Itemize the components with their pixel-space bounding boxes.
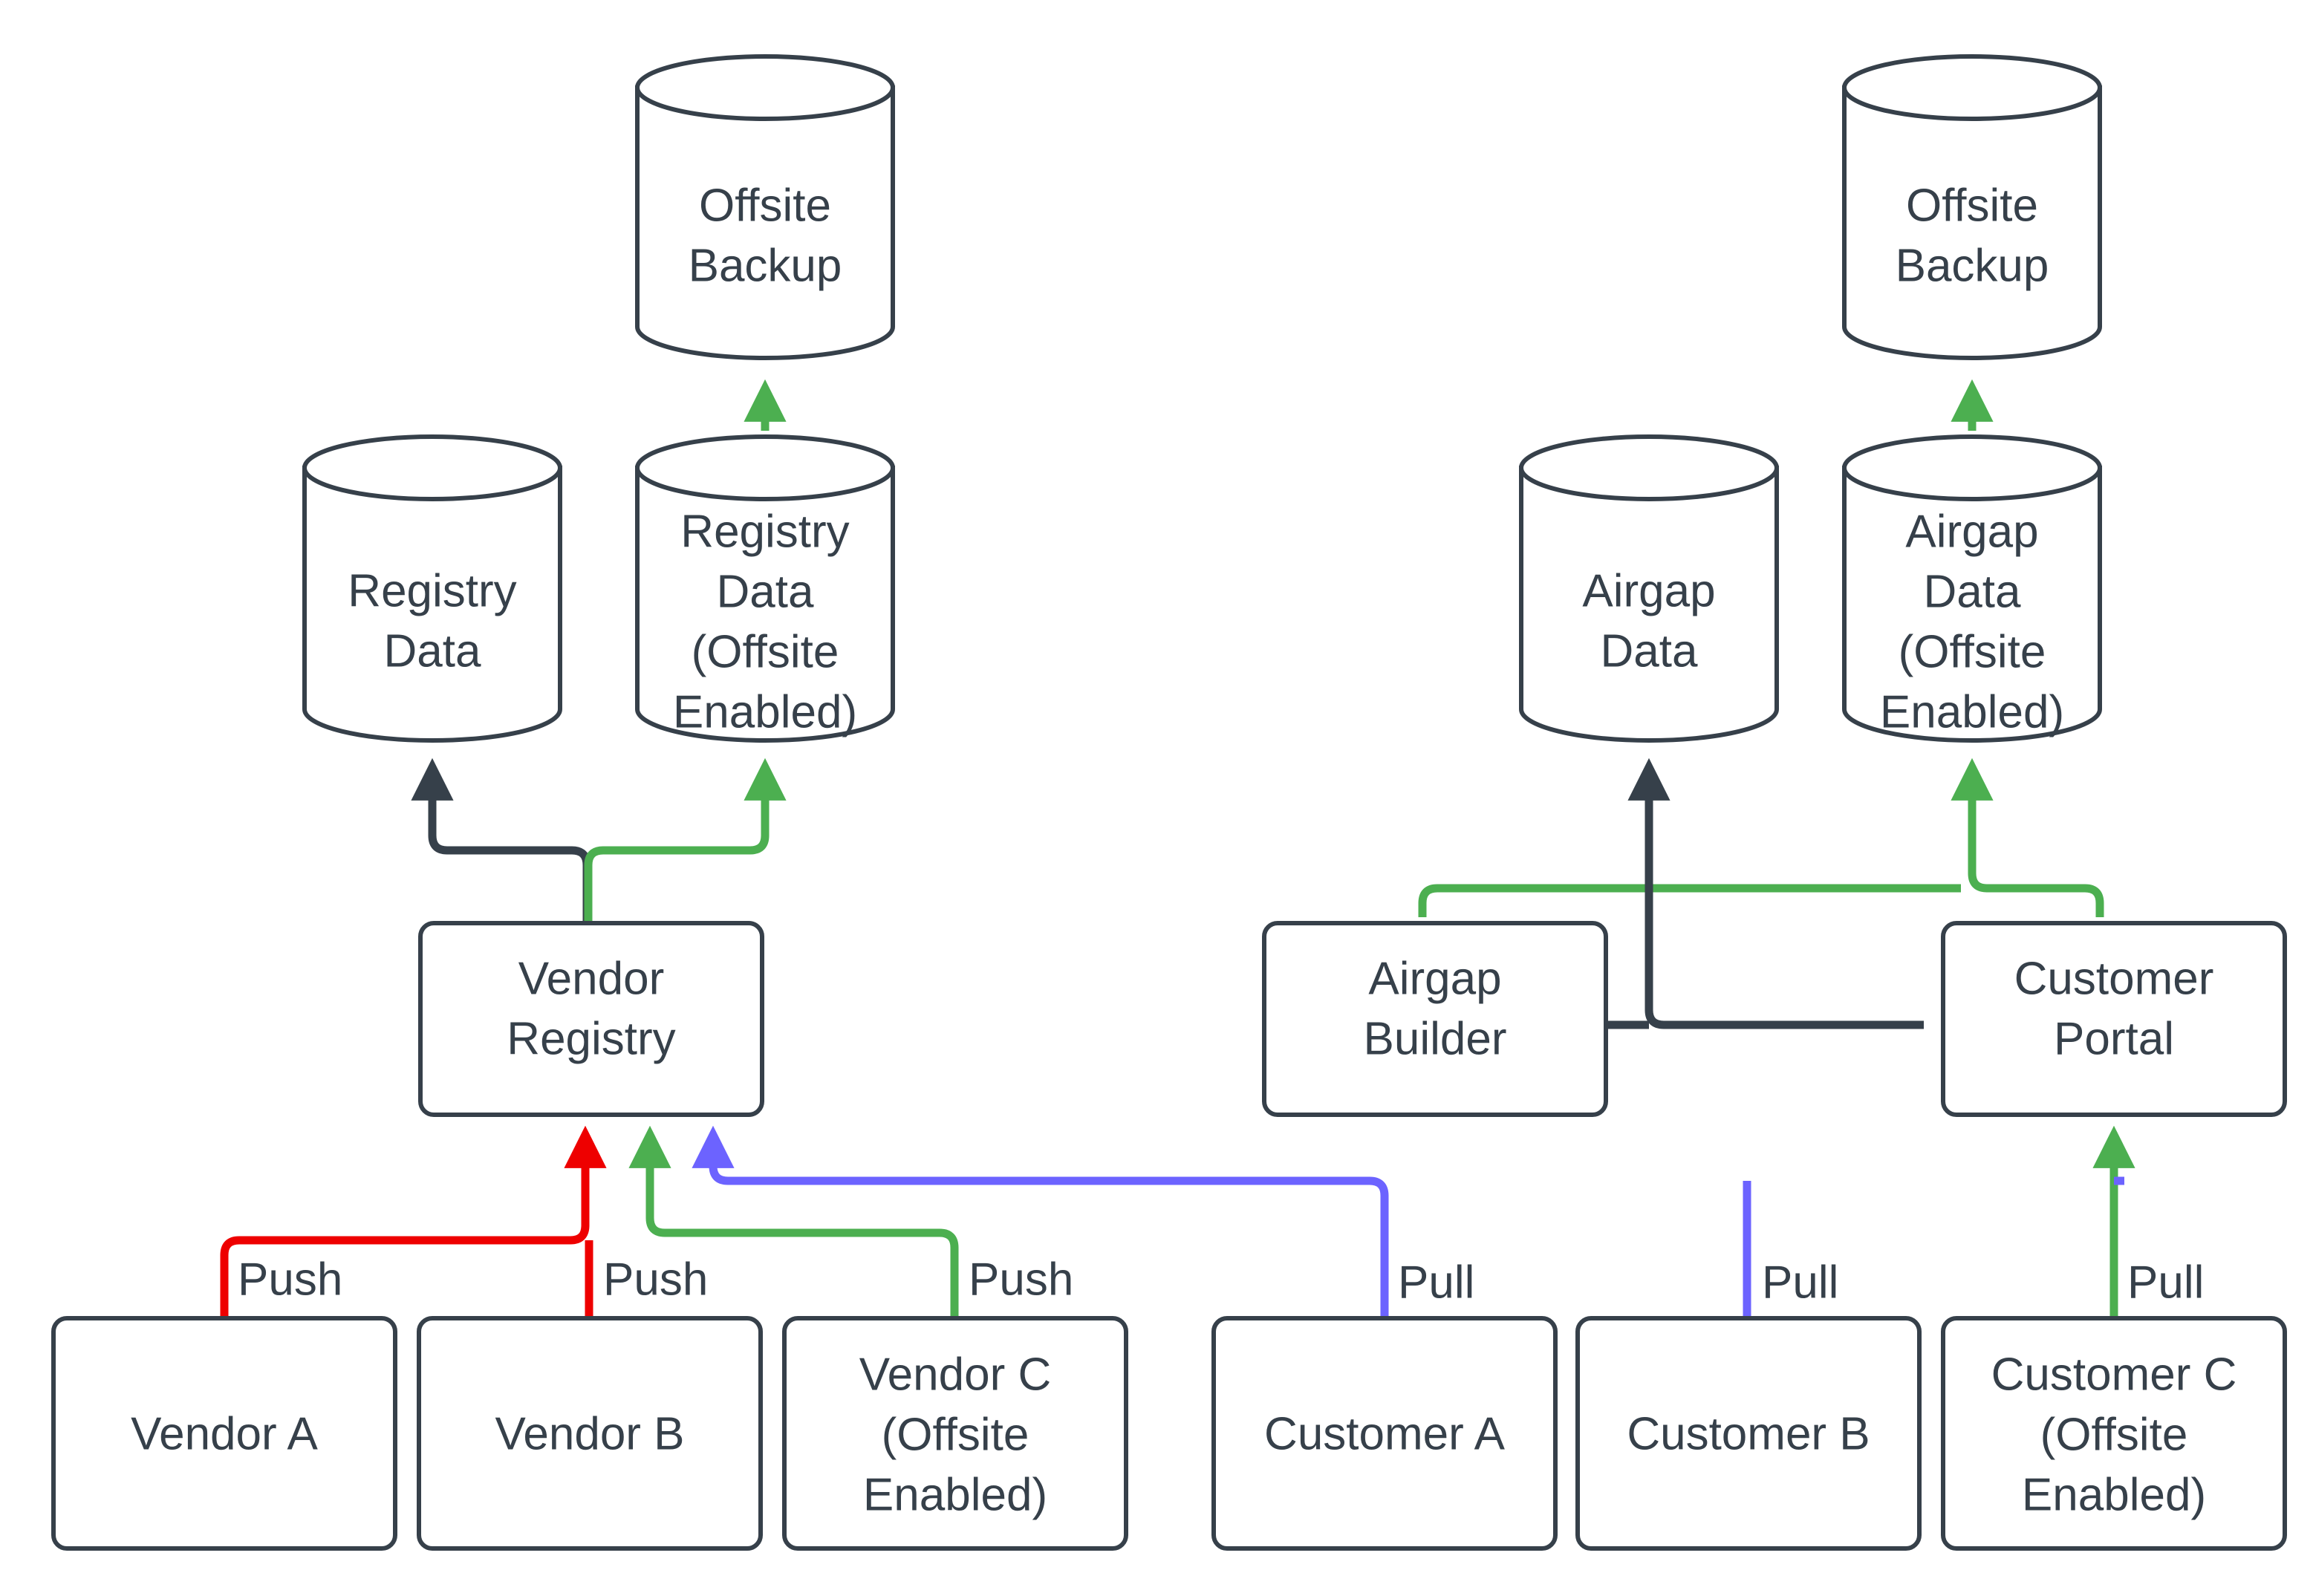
node-label: Customer B <box>1627 1408 1870 1459</box>
node-label: Vendor <box>518 953 665 1004</box>
box-shape <box>1575 1316 1922 1551</box>
cylinder-top <box>635 54 895 121</box>
node-label: Registry <box>507 1013 675 1064</box>
box-shape <box>1941 921 2287 1117</box>
box-shape <box>1941 1316 2287 1551</box>
node-label: Customer C <box>1991 1349 2237 1400</box>
cylinder-top <box>1842 54 2102 121</box>
node-label: Registry <box>348 565 516 616</box>
cylinder-body <box>302 466 562 743</box>
edge-customer-portal-to-airgap-data <box>1627 758 1924 1029</box>
edge-vendor-c-push <box>628 1125 959 1318</box>
cylinder-body <box>1842 466 2102 743</box>
edge-customer-a-pull <box>692 1125 1389 1318</box>
cylinder-top <box>635 434 895 501</box>
node-vendor-a[interactable]: Vendor A <box>51 1316 397 1551</box>
node-vendor-b[interactable]: Vendor B <box>417 1316 763 1551</box>
node-customer-portal[interactable]: Customer Portal <box>1941 921 2287 1117</box>
edge-label-customer-a-pull: Pull <box>1398 1257 1474 1308</box>
node-label: Registry <box>680 506 849 557</box>
node-vendor-registry[interactable]: Vendor Registry <box>418 921 764 1117</box>
cylinder-body <box>1842 85 2102 360</box>
node-label: Vendor A <box>131 1408 318 1459</box>
node-registry-data[interactable]: Registry Data <box>302 434 562 743</box>
node-airgap-data[interactable]: Airgap Data <box>1519 434 1779 743</box>
node-registry-data-offsite[interactable]: Registry Data (Offsite Enabled) <box>635 434 895 743</box>
box-shape <box>51 1316 397 1551</box>
node-label: (Offsite <box>692 626 839 677</box>
node-label: Portal <box>2054 1013 2174 1064</box>
node-offsite-backup-left[interactable]: Offsite Backup <box>635 54 895 360</box>
edge-customer-portal-to-airgap-data-offsite <box>1951 758 2104 917</box>
node-airgap-builder[interactable]: Airgap Builder <box>1262 921 1608 1117</box>
edge-label-customer-b-pull: Pull <box>1762 1257 1838 1308</box>
node-label: Customer <box>2014 953 2214 1004</box>
node-label: Customer A <box>1264 1408 1506 1459</box>
edge-label-customer-c-pull: Pull <box>2127 1257 2204 1308</box>
box-shape <box>417 1316 763 1551</box>
edge-vendor-registry-to-registry-data-offsite <box>584 758 787 984</box>
node-label: Vendor C <box>859 1349 1052 1400</box>
edge-label-vendor-a-push: Push <box>238 1254 342 1305</box>
node-label: Enabled) <box>673 686 857 737</box>
node-label: Enabled) <box>1880 686 2064 737</box>
node-customer-b[interactable]: Customer B <box>1575 1316 1922 1551</box>
cylinder-body <box>635 85 895 360</box>
cylinder-top <box>302 434 562 501</box>
box-shape <box>782 1316 1128 1551</box>
node-label: Backup <box>689 240 842 291</box>
node-label: Offsite <box>1906 180 2038 231</box>
node-label: Airgap <box>1582 565 1715 616</box>
node-vendor-c[interactable]: Vendor C (Offsite Enabled) <box>782 1316 1128 1551</box>
cylinder-top <box>1842 434 2102 501</box>
node-label: Data <box>717 566 814 617</box>
node-label: Data <box>1924 566 2021 617</box>
node-offsite-backup-right[interactable]: Offsite Backup <box>1842 54 2102 360</box>
box-shape <box>1211 1316 1558 1551</box>
edge-vendor-a-push <box>220 1125 607 1318</box>
edge-label-vendor-c-push: Push <box>969 1254 1073 1305</box>
cylinder-body <box>635 466 895 743</box>
node-customer-a[interactable]: Customer A <box>1211 1316 1558 1551</box>
node-label: Vendor B <box>495 1408 684 1459</box>
node-label: Offsite <box>699 180 831 231</box>
node-label: Builder <box>1364 1013 1507 1064</box>
node-label: Enabled) <box>863 1469 1047 1520</box>
node-label: Enabled) <box>2022 1469 2206 1520</box>
node-label: Backup <box>1896 240 2049 291</box>
node-airgap-data-offsite[interactable]: Airgap Data (Offsite Enabled) <box>1842 434 2102 743</box>
edge-label-vendor-b-push: Push <box>603 1254 708 1305</box>
cylinder-top <box>1519 434 1779 501</box>
node-label: Airgap <box>1905 506 2038 557</box>
cylinder-body <box>1519 466 1779 743</box>
node-label: (Offsite <box>1899 626 2046 677</box>
node-label: (Offsite <box>882 1409 1029 1460</box>
node-customer-c[interactable]: Customer C (Offsite Enabled) <box>1941 1316 2287 1551</box>
box-shape <box>418 921 764 1117</box>
edge-airgap-builder-to-airgap-data-offsite <box>1418 884 1961 917</box>
node-label: (Offsite <box>2040 1409 2188 1460</box>
node-label: Data <box>1601 625 1698 677</box>
box-shape <box>1262 921 1608 1117</box>
node-label: Data <box>384 625 481 677</box>
node-label: Airgap <box>1368 953 1501 1004</box>
